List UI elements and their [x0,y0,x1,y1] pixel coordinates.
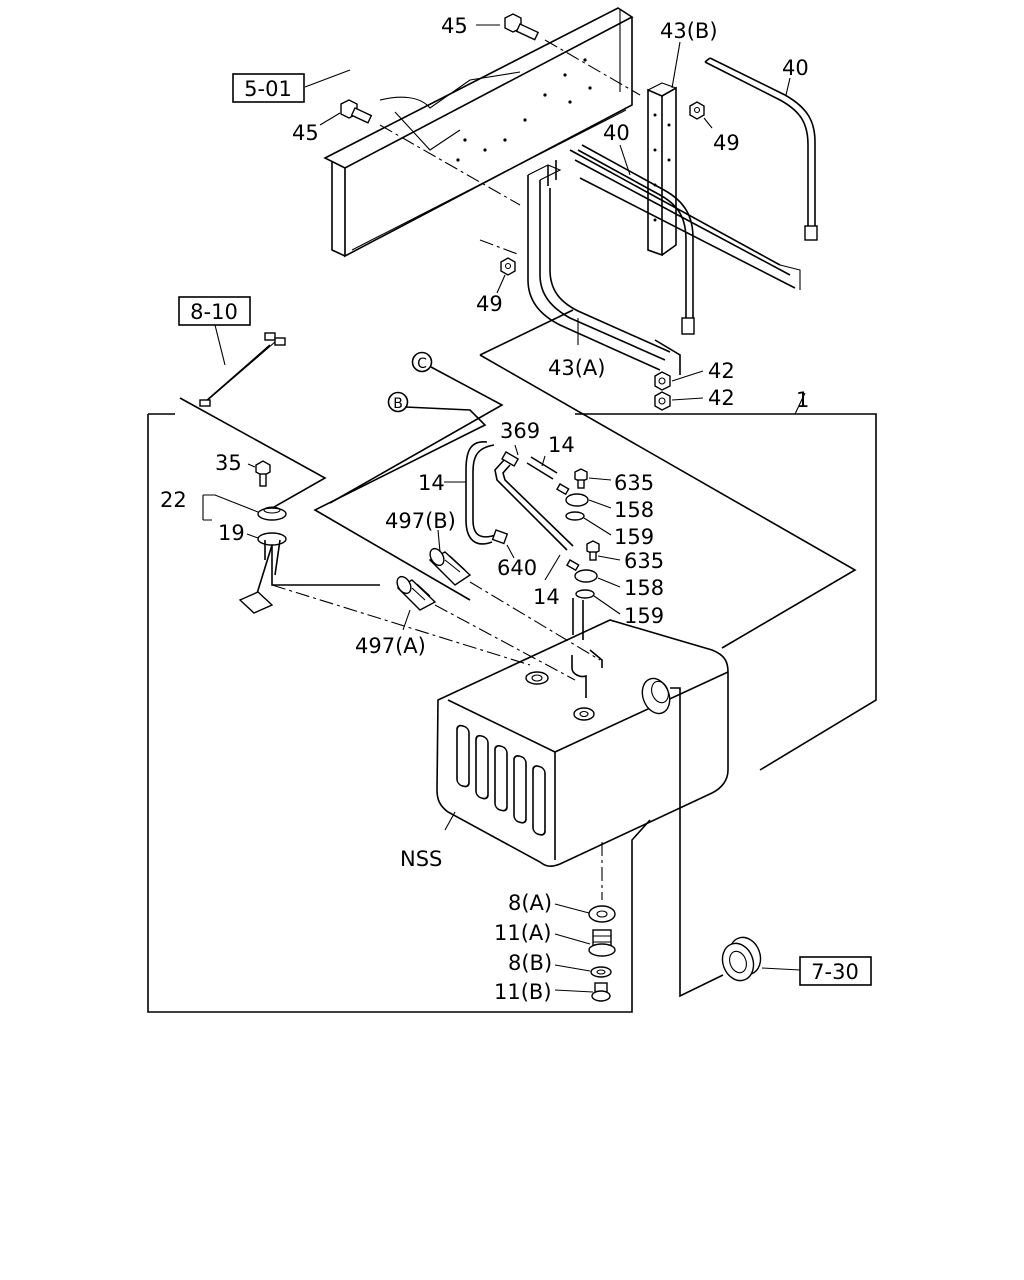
label-11a: 11(A) [494,921,551,945]
label-8b: 8(B) [508,951,552,975]
wire-harness-icon [199,332,286,407]
marker-b: B [387,391,409,413]
ref-box-5-01[interactable]: 5-01 [232,73,305,103]
washer-icon [575,589,595,599]
label-158-a: 158 [614,498,654,522]
label-42-a: 42 [708,359,735,383]
ref-box-7-30[interactable]: 7-30 [799,956,872,986]
frame-rail [323,7,634,258]
hex-nut-icon [689,101,705,120]
label-43a: 43(A) [548,356,605,380]
washer-icon [590,966,612,978]
label-14-a: 14 [418,471,445,495]
label-497a: 497(A) [355,634,426,658]
hex-nut-icon [654,391,671,411]
label-43b: 43(B) [660,19,718,43]
label-14-c: 14 [533,585,560,609]
label-19: 19 [218,521,245,545]
strap-40-mid [577,144,695,335]
hex-bolt-icon [574,468,588,489]
hex-bolt-icon [255,460,271,487]
svg-text:C: C [417,356,427,372]
hose-14-diag [494,459,574,551]
ref-box-8-10[interactable]: 8-10 [178,296,251,326]
filler-cap-icon [721,936,762,982]
hex-bolt-icon [340,99,373,124]
hose-14-short [526,456,558,480]
label-22: 22 [160,488,187,512]
label-49-right: 49 [713,131,740,155]
label-14-b: 14 [548,433,575,457]
label-nss: NSS [400,847,442,871]
label-635-b: 635 [624,549,664,573]
label-45-left: 45 [292,121,319,145]
marker-c: C [411,351,433,373]
label-635-a: 635 [614,471,654,495]
drain-plug-11b [591,982,611,1002]
banjo-fitting-158 [566,559,598,583]
bracket-43b [647,82,677,257]
strap-40-right [704,57,818,241]
fuel-gauge-sender-icon [238,506,287,614]
washer-icon [588,905,616,923]
hex-nut-icon [654,371,671,391]
label-497b: 497(B) [385,509,456,533]
hex-bolt-icon [504,13,540,41]
label-369: 369 [500,419,540,443]
washer-icon [565,511,585,521]
hex-nut-icon [500,257,516,276]
label-1: 1 [796,388,809,412]
hose-14-loop [465,441,497,545]
banjo-fitting-158 [556,483,589,507]
label-49-left: 49 [476,292,503,316]
label-158-b: 158 [624,576,664,600]
connector-369 [501,451,520,467]
label-159-a: 159 [614,525,654,549]
label-8a: 8(A) [508,891,552,915]
label-42-b: 42 [708,386,735,410]
label-35: 35 [215,451,242,475]
fitting-497b [428,547,472,586]
label-45-top: 45 [441,14,468,38]
ref-label-8-10: 8-10 [190,300,238,324]
label-40-mid: 40 [603,121,630,145]
bracket-43a [527,149,801,375]
ref-label-7-30: 7-30 [811,960,859,984]
assembly-box-1 [147,309,877,1013]
drain-plug-11a [588,929,616,957]
fitting-497a [396,575,437,611]
hex-bolt-icon [586,540,600,561]
clamp-640 [491,529,509,545]
label-159-b: 159 [624,604,664,628]
ref-label-5-01: 5-01 [244,77,292,101]
filler-cap-icon [641,677,671,715]
label-40-right: 40 [782,56,809,80]
fuel-tank-icon [436,619,729,867]
label-640: 640 [497,556,537,580]
svg-text:B: B [393,396,403,412]
label-11b: 11(B) [494,980,552,1004]
